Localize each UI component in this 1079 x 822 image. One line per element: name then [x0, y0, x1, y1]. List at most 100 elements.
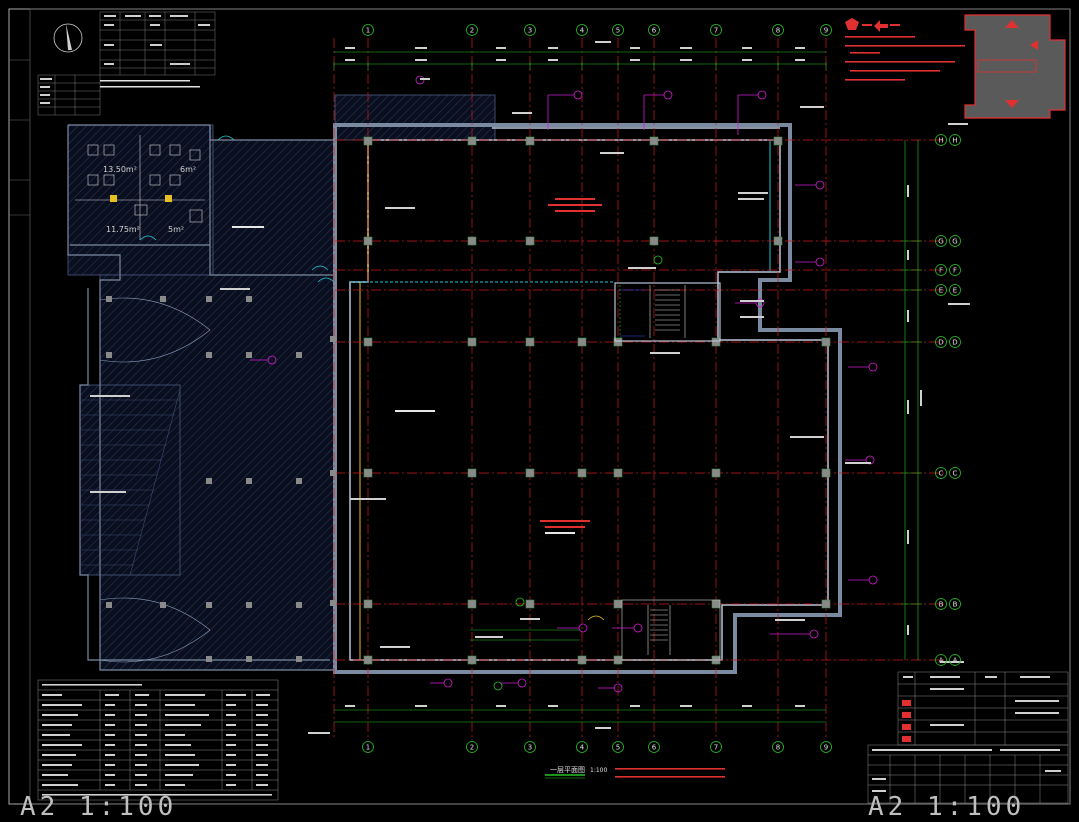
annex-stair-fan	[80, 297, 211, 663]
plan-title-group: 一层平面图 1:100	[545, 766, 725, 779]
axis-bubble-right-outer-A: A	[949, 654, 961, 666]
schedule-marks	[42, 684, 272, 796]
axis-bubble-bottom-5-label: 5	[616, 744, 620, 752]
axis-bubble-top-5: 5	[612, 24, 624, 36]
axis-lines-vertical	[333, 38, 827, 740]
room-area-toilet-left: 13.50m²	[103, 165, 137, 174]
axis-bubble-right-B-label: B	[939, 601, 944, 609]
axis-bubble-right-C: C	[935, 467, 947, 479]
axis-bubble-right-F-label: F	[939, 267, 943, 275]
axis-bubble-right-H: H	[935, 134, 947, 146]
axis-bubble-right-H-label: H	[938, 137, 943, 145]
axis-bubble-bottom-1: 1	[362, 741, 374, 753]
axis-bubble-bottom-4: 4	[576, 741, 588, 753]
structural-columns	[363, 136, 831, 665]
label-text-marks	[90, 78, 970, 734]
axis-bubble-bottom-7-label: 7	[714, 744, 718, 752]
axis-bubble-top-5-label: 5	[616, 27, 620, 35]
axis-bubble-right-outer-E-label: E	[953, 287, 957, 295]
fixture-icon-b	[165, 195, 172, 202]
title-block-red-marks	[902, 700, 911, 742]
axis-bubble-right-C-label: C	[939, 470, 944, 478]
axis-bubble-right-outer-H-label: H	[952, 137, 957, 145]
room-area-small-b: 5m²	[168, 225, 184, 234]
axis-bubble-top-2-label: 2	[470, 27, 474, 35]
axis-bubble-bottom-6-label: 6	[652, 744, 657, 752]
title-block-marks	[872, 676, 1061, 792]
axis-bubble-top-4-label: 4	[580, 27, 585, 35]
red-room-notes	[540, 198, 602, 528]
notes-block-right	[845, 18, 965, 81]
axis-bubble-bottom-9: 9	[820, 741, 832, 753]
axis-bubble-right-B: B	[935, 598, 947, 610]
hatched-areas	[67, 94, 496, 671]
axis-bubble-top-7-label: 7	[714, 27, 718, 35]
area-schedule-table	[37, 679, 279, 801]
axis-bubble-top-1: 1	[362, 24, 374, 36]
toilet-fixtures	[75, 135, 205, 240]
info-table-top-left	[99, 11, 216, 76]
plan-title-scale: 1:100	[590, 767, 607, 774]
axis-bubble-top-2: 2	[466, 24, 478, 36]
axis-bubble-right-outer-A-label: A	[953, 657, 958, 665]
main-inner-wall	[349, 127, 829, 661]
axis-bubble-top-4: 4	[576, 24, 588, 36]
axis-bubble-right-F: F	[935, 264, 947, 276]
axis-bubble-bottom-1-label: 1	[366, 744, 370, 752]
axis-bubble-top-3: 3	[524, 24, 536, 36]
axis-bubble-right-outer-G-label: G	[952, 238, 957, 246]
axis-bubble-right-G: G	[935, 235, 947, 247]
axis-bubble-right-A-label: A	[939, 657, 944, 665]
section-markers	[250, 75, 878, 693]
stair-upper	[614, 282, 721, 342]
annex-outline	[67, 124, 335, 671]
axis-bubble-top-8: 8	[772, 24, 784, 36]
sheet-inner-frame	[29, 8, 1071, 805]
axis-bubble-right-outer-G: G	[949, 235, 961, 247]
axis-bubble-right-E: E	[935, 284, 947, 296]
plan-title: 一层平面图	[550, 766, 585, 774]
axis-bubble-bottom-2-label: 2	[470, 744, 474, 752]
axis-bubble-right-outer-E: E	[949, 284, 961, 296]
axis-bubble-right-outer-C-label: C	[953, 470, 958, 478]
axis-bubble-top-1-label: 1	[366, 27, 370, 35]
dimension-lines	[333, 51, 922, 723]
axis-bubble-right-outer-C: C	[949, 467, 961, 479]
area-labels	[232, 226, 575, 534]
axis-bubble-bottom-3: 3	[524, 741, 536, 753]
axis-bubble-bottom-3-label: 3	[528, 744, 532, 752]
axis-bubble-top-6-label: 6	[652, 27, 657, 35]
table-text-marks	[40, 15, 210, 104]
axis-bubble-right-outer-H: H	[949, 134, 961, 146]
sheet-scale-left: A2 1:100	[20, 792, 178, 822]
doors	[139, 135, 605, 621]
axis-bubble-right-D: D	[935, 336, 947, 348]
axis-bubble-top-9: 9	[820, 24, 832, 36]
main-outer-wall	[333, 123, 842, 674]
axis-bubble-bottom-4-label: 4	[580, 744, 585, 752]
info-table-small	[37, 74, 101, 116]
axis-bubble-right-outer-B: B	[949, 598, 961, 610]
north-arrow-icon	[53, 23, 83, 53]
axis-bubble-right-outer-D: D	[949, 336, 961, 348]
axis-bubble-bottom-8-label: 8	[776, 744, 780, 752]
axis-lines-horizontal	[335, 139, 945, 661]
axis-bubbles-bottom: 1 2 3 4 5 6 7 8 9	[362, 741, 832, 753]
axis-bubble-right-E-label: E	[939, 287, 943, 295]
fixture-icon-a	[110, 195, 117, 202]
axis-bubble-top-7: 7	[710, 24, 722, 36]
annex-columns	[106, 296, 336, 662]
axis-bubble-bottom-2: 2	[466, 741, 478, 753]
axis-bubble-bottom-5: 5	[612, 741, 624, 753]
key-plan	[964, 14, 1066, 119]
dimension-text-marks	[345, 41, 922, 729]
axis-bubble-bottom-8: 8	[772, 741, 784, 753]
axis-bubbles-top: 1 2 3 4 5 6 7 8 9	[362, 24, 832, 36]
axis-bubble-bottom-7: 7	[710, 741, 722, 753]
axis-bubble-top-3-label: 3	[528, 27, 532, 35]
axis-bubble-right-G-label: G	[938, 238, 943, 246]
axis-bubble-right-outer-F: F	[949, 264, 961, 276]
